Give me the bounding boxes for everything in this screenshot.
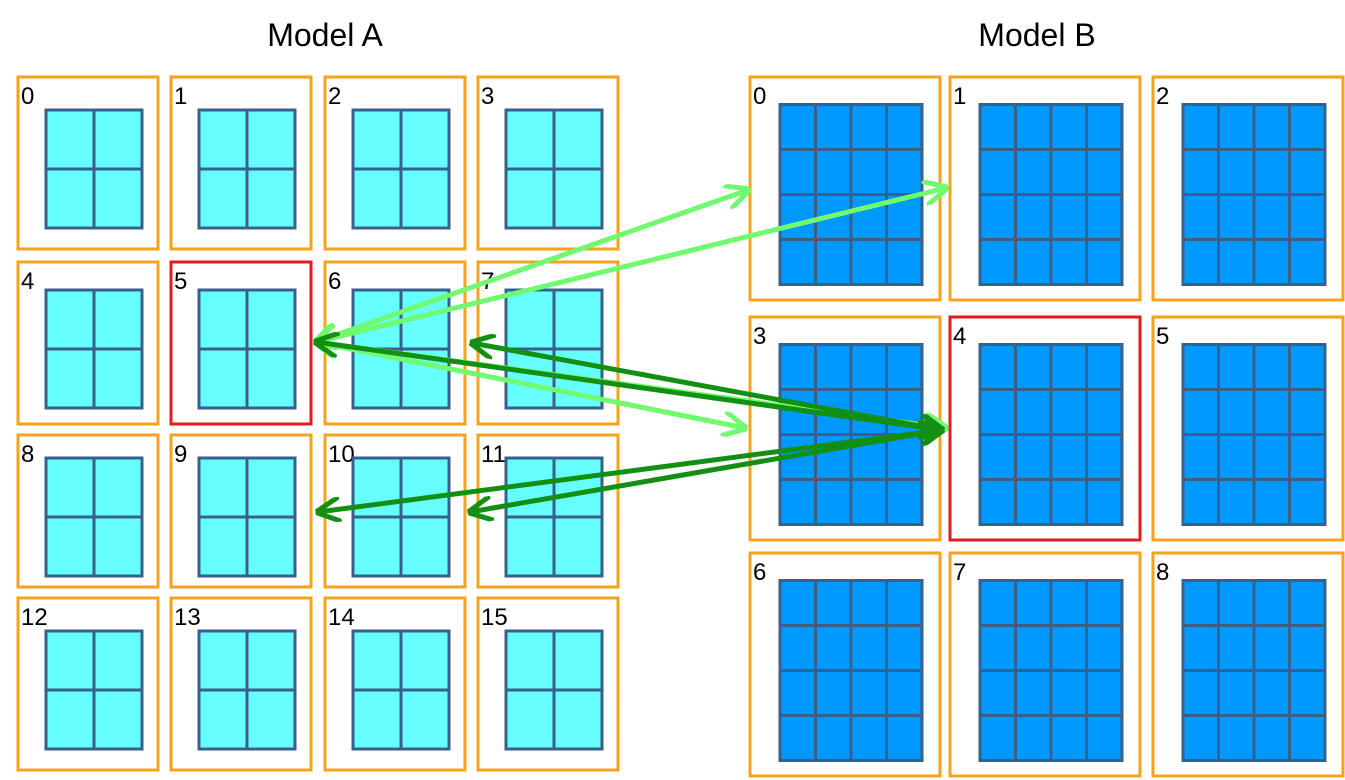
model-a-cell-label: 0 bbox=[21, 83, 34, 110]
model-b-cell-label: 4 bbox=[953, 323, 966, 350]
arrow-b4-to-a7 bbox=[472, 343, 942, 430]
model-a-cell-border bbox=[476, 596, 620, 772]
model-a-cell-label: 2 bbox=[328, 83, 341, 110]
model-b-cell-border bbox=[748, 551, 942, 778]
model-a-cell-5: 5 bbox=[169, 260, 313, 426]
model-b-cell-border bbox=[948, 551, 1142, 778]
model-a-cell-label: 8 bbox=[21, 441, 34, 468]
model-b-cell-label: 3 bbox=[753, 323, 766, 350]
model-b-cell-4: 4 bbox=[948, 315, 1142, 542]
model-a-cell-10: 10 bbox=[323, 433, 467, 589]
model-b-cell-label: 0 bbox=[753, 83, 766, 110]
model-a-cell-border bbox=[16, 260, 160, 426]
model-b-cell-border bbox=[1151, 315, 1345, 542]
model-a-cell-label: 15 bbox=[481, 604, 508, 631]
model-a-cell-label: 4 bbox=[21, 268, 34, 295]
model-a-cell-label: 1 bbox=[174, 83, 187, 110]
model-b-cell-6: 6 bbox=[748, 551, 942, 778]
arrow-b4-to-a11 bbox=[470, 430, 942, 512]
model-a-cell-label: 12 bbox=[21, 604, 48, 631]
model-a-cell-border bbox=[323, 596, 467, 772]
model-a-cell-13: 13 bbox=[169, 596, 313, 772]
model-a-cell-4: 4 bbox=[16, 260, 160, 426]
model-b-cell-7: 7 bbox=[948, 551, 1142, 778]
model-b-cell-2: 2 bbox=[1151, 75, 1345, 302]
model-a-cell-border bbox=[16, 596, 160, 772]
model-a-title: Model A bbox=[267, 17, 383, 53]
model-a-cell-border bbox=[169, 433, 313, 589]
model-b-cell-5: 5 bbox=[1151, 315, 1345, 542]
model-a-cell-label: 13 bbox=[174, 604, 201, 631]
model-b-cell-label: 6 bbox=[753, 559, 766, 586]
model-a-cell-11: 11 bbox=[476, 433, 620, 589]
model-a-cell-border bbox=[169, 75, 313, 251]
model-b-cell-1: 1 bbox=[948, 75, 1142, 302]
model-a-cell-label: 10 bbox=[328, 441, 355, 468]
model-b-cell-label: 2 bbox=[1156, 83, 1169, 110]
model-a-cell-12: 12 bbox=[16, 596, 160, 772]
model-b-cell-0: 0 bbox=[748, 75, 942, 302]
model-a-grid: 0123456789101112131415 bbox=[16, 75, 620, 772]
model-a-cell-label: 5 bbox=[174, 268, 187, 295]
arrow-a5-to-b1 bbox=[316, 188, 946, 342]
model-a-cell-label: 14 bbox=[328, 604, 355, 631]
model-b-cell-label: 8 bbox=[1156, 559, 1169, 586]
model-a-cell-0: 0 bbox=[16, 75, 160, 251]
model-a-cell-border bbox=[169, 596, 313, 772]
model-b-cell-border bbox=[1151, 75, 1345, 302]
model-b-cell-label: 7 bbox=[953, 559, 966, 586]
model-a-cell-9: 9 bbox=[169, 433, 313, 589]
model-b-cell-label: 5 bbox=[1156, 323, 1169, 350]
model-a-cell-2: 2 bbox=[323, 75, 467, 251]
model-a-cell-label: 6 bbox=[328, 268, 341, 295]
model-b-cell-label: 1 bbox=[953, 83, 966, 110]
model-a-cell-15: 15 bbox=[476, 596, 620, 772]
model-a-cell-14: 14 bbox=[323, 596, 467, 772]
model-a-cell-border bbox=[16, 433, 160, 589]
model-a-cell-border bbox=[16, 75, 160, 251]
model-a-cell-6: 6 bbox=[323, 260, 467, 426]
model-a-cell-label: 9 bbox=[174, 441, 187, 468]
model-a-cell-1: 1 bbox=[169, 75, 313, 251]
model-b-grid: 0 1 2 3 4 5 6 7 8 bbox=[748, 75, 1345, 778]
model-b-cell-8: 8 bbox=[1151, 551, 1345, 778]
connection-arrows bbox=[316, 188, 946, 512]
model-a-cell-label: 11 bbox=[481, 441, 506, 468]
model-a-cell-8: 8 bbox=[16, 433, 160, 589]
model-b-title: Model B bbox=[978, 17, 1095, 53]
model-b-cell-3: 3 bbox=[748, 315, 942, 542]
model-a-cell-3: 3 bbox=[476, 75, 620, 251]
model-b-cell-border bbox=[1151, 551, 1345, 778]
model-a-cell-label: 3 bbox=[481, 83, 494, 110]
